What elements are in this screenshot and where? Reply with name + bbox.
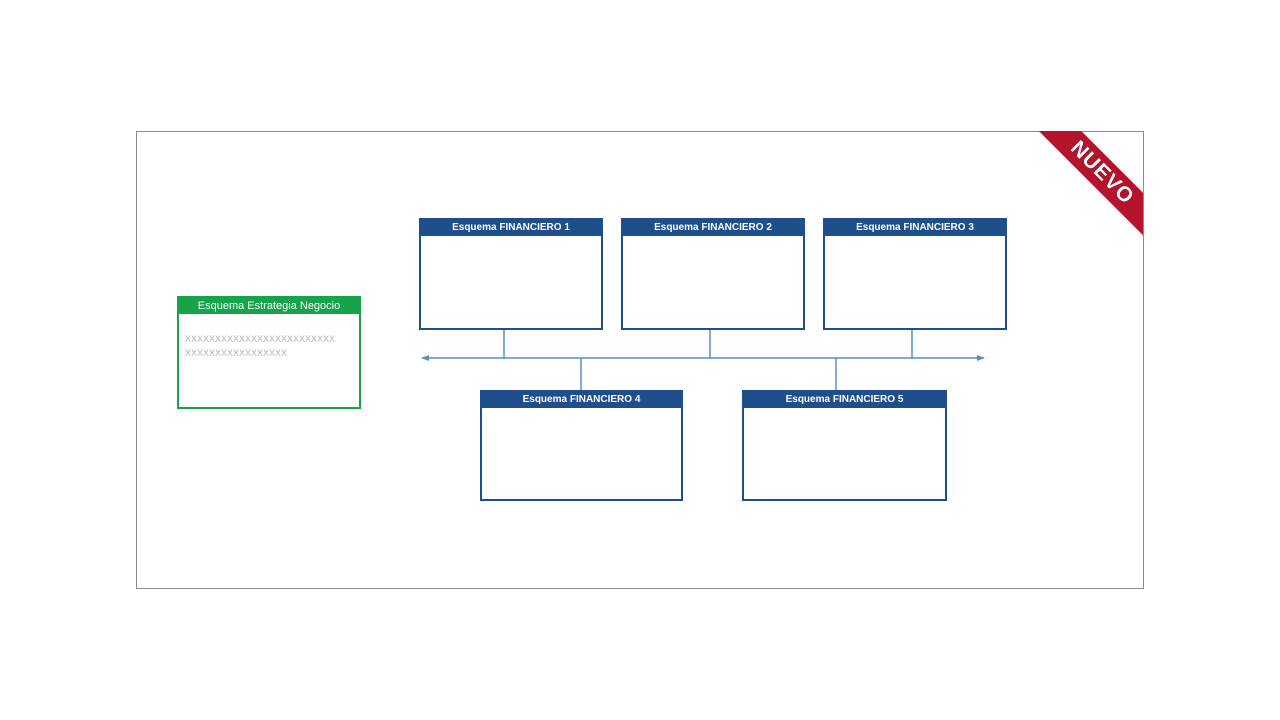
financiero-box-4[interactable]: Esquema FINANCIERO 4 [480, 390, 683, 501]
financiero-box-2[interactable]: Esquema FINANCIERO 2 [621, 218, 805, 330]
financiero-box-4-title: Esquema FINANCIERO 4 [482, 392, 681, 408]
financiero-box-3[interactable]: Esquema FINANCIERO 3 [823, 218, 1007, 330]
financiero-box-3-title: Esquema FINANCIERO 3 [825, 220, 1005, 236]
strategy-box-title: Esquema Estrategia Negocio [179, 298, 359, 314]
strategy-box-line: XXXXXXXXXXXXXXXXXXXXXXXXX [185, 334, 336, 344]
financiero-box-5[interactable]: Esquema FINANCIERO 5 [742, 390, 947, 501]
financiero-box-1-title: Esquema FINANCIERO 1 [421, 220, 601, 236]
strategy-box-line: XXXXXXXXXXXXXXXXX [185, 348, 288, 358]
strategy-box[interactable]: Esquema Estrategia Negocio XXXXXXXXXXXXX… [177, 296, 361, 409]
financiero-box-2-title: Esquema FINANCIERO 2 [623, 220, 803, 236]
strategy-box-body: XXXXXXXXXXXXXXXXXXXXXXXXX XXXXXXXXXXXXXX… [179, 314, 359, 360]
financiero-box-5-title: Esquema FINANCIERO 5 [744, 392, 945, 408]
financiero-box-1[interactable]: Esquema FINANCIERO 1 [419, 218, 603, 330]
